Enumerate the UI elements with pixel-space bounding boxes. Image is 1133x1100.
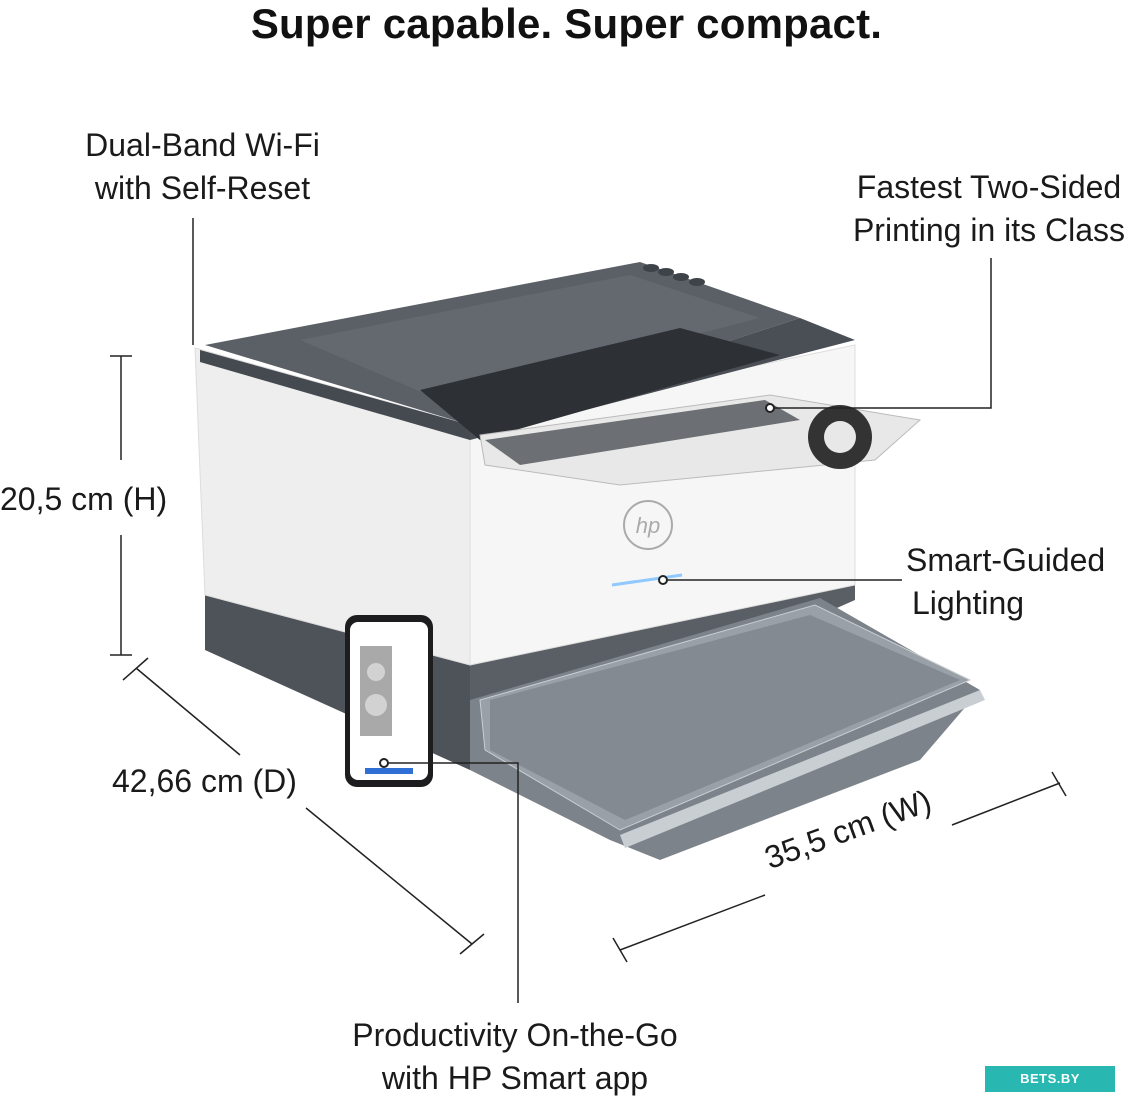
dimension-height-label: 20,5 cm (H) bbox=[0, 481, 168, 517]
printer-top-vent bbox=[300, 275, 760, 400]
watermark: BETS.BY bbox=[985, 1066, 1115, 1092]
control-panel-buttons bbox=[643, 264, 705, 286]
headline: Super capable. Super compact. bbox=[250, 0, 883, 47]
dim-depth-upper bbox=[135, 667, 241, 756]
smartphone-preview-image bbox=[360, 646, 392, 736]
printed-page bbox=[479, 394, 922, 486]
printer-top-ridge bbox=[200, 350, 470, 440]
callout-lighting: Smart-Guided Lighting bbox=[906, 539, 1132, 625]
callout-app-line2: with HP Smart app bbox=[381, 1060, 649, 1096]
dim-width-upper bbox=[951, 782, 1061, 826]
paper-tray-front bbox=[620, 690, 985, 848]
callout-leader-lines bbox=[192, 218, 992, 1003]
dim-width-start bbox=[612, 937, 628, 963]
dim-width-lower bbox=[619, 894, 766, 951]
smart-light-bar bbox=[611, 573, 683, 587]
callout-app-line1: Productivity On-the-Go bbox=[352, 1017, 678, 1053]
callout-duplex-line2: Printing in its Class bbox=[852, 212, 1126, 248]
callout-duplex: Fastest Two-Sided Printing in its Class bbox=[836, 166, 1133, 252]
printed-page-image bbox=[485, 400, 800, 465]
svg-text:hp: hp bbox=[636, 513, 660, 538]
output-slot bbox=[420, 328, 780, 440]
leader-duplex bbox=[770, 258, 992, 409]
paper-tray-lid bbox=[490, 615, 960, 820]
callout-app: Productivity On-the-Go with HP Smart app bbox=[320, 1014, 710, 1100]
dim-depth-start bbox=[122, 657, 149, 681]
callout-wifi-line1: Dual-Band Wi-Fi bbox=[85, 127, 320, 163]
leader-endpoints bbox=[379, 403, 775, 768]
callout-wifi: Dual-Band Wi-Fi with Self-Reset bbox=[70, 124, 335, 210]
hp-logo bbox=[623, 500, 673, 550]
smartphone-print-button bbox=[365, 768, 413, 774]
dim-depth-end bbox=[459, 933, 485, 955]
dimension-lines bbox=[110, 355, 1067, 963]
callout-lighting-line2: Lighting bbox=[912, 585, 1025, 621]
callout-duplex-line1: Fastest Two-Sided bbox=[856, 169, 1122, 205]
leader-app bbox=[384, 762, 519, 1003]
dim-width-end bbox=[1051, 771, 1067, 797]
dimension-depth-label: 42,66 cm (D) bbox=[112, 763, 297, 799]
callout-lighting-line1: Smart-Guided bbox=[906, 542, 1106, 578]
dim-depth-lower bbox=[305, 807, 473, 945]
callout-wifi-line2: with Self-Reset bbox=[94, 170, 311, 206]
